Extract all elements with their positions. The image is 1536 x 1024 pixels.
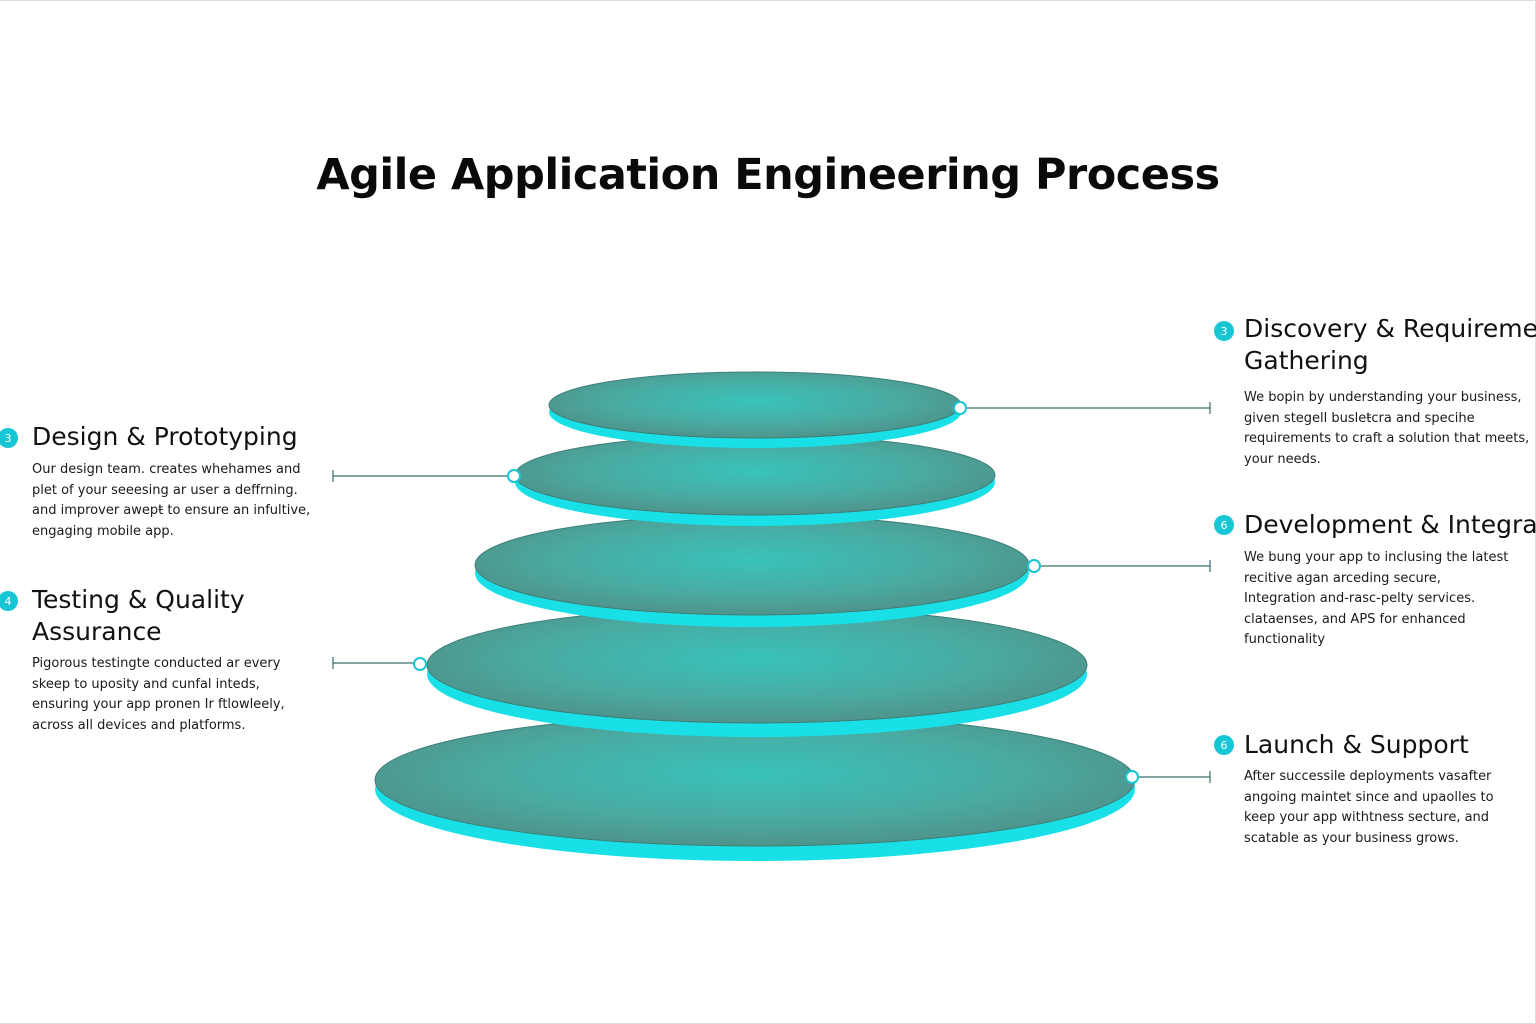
stage-testing: 4 Testing & Quality Assurance Pigorous t… xyxy=(0,584,317,736)
step-badge: 4 xyxy=(0,591,18,611)
stage-launch: 6 Launch & Support After successile depl… xyxy=(1214,729,1504,849)
connector-testing xyxy=(332,657,427,671)
stage-development: 6 Development & Integratic We bung your … xyxy=(1214,509,1536,651)
layer-1 xyxy=(548,371,962,448)
stage-description: Our design team. creates whehames and pl… xyxy=(32,462,311,539)
connector-design xyxy=(332,469,521,483)
stage-title: Launch & Support xyxy=(1244,730,1469,759)
layer-4 xyxy=(426,606,1088,737)
step-badge: 6 xyxy=(1214,735,1234,755)
stage-title-line2: Assurance xyxy=(32,617,162,646)
layer-5 xyxy=(374,713,1136,861)
stage-description: We bung your app to inclusing the latest… xyxy=(1244,550,1509,647)
stage-title: Design & Prototyping xyxy=(32,422,298,451)
stage-description: We bopin by understanding your business,… xyxy=(1244,390,1530,467)
stage-title: Development & Integratic xyxy=(1244,510,1536,539)
step-badge: 3 xyxy=(0,428,18,448)
page-title: Agile Application Engineering Process xyxy=(316,150,1220,200)
layer-2 xyxy=(514,434,996,526)
stage-description: After successile deployments vasafter an… xyxy=(1244,769,1494,846)
stage-title: Testing & Quality xyxy=(32,585,245,614)
connector-launch xyxy=(1125,770,1211,784)
layer-3 xyxy=(474,514,1030,627)
stage-title-line2: Gathering xyxy=(1244,346,1369,375)
step-badge: 3 xyxy=(1214,321,1234,341)
stage-design: 3 Design & Prototyping Our design team. … xyxy=(0,421,312,542)
connector-discovery xyxy=(953,401,1211,415)
step-badge: 6 xyxy=(1214,515,1234,535)
stage-discovery: 3 Discovery & Requirementi Gathering We … xyxy=(1214,313,1536,470)
stage-title: Discovery & Requirementi xyxy=(1244,314,1536,343)
connector-development xyxy=(1027,559,1211,573)
stage-description: Pigorous testingte conducted ar every sk… xyxy=(32,656,285,733)
